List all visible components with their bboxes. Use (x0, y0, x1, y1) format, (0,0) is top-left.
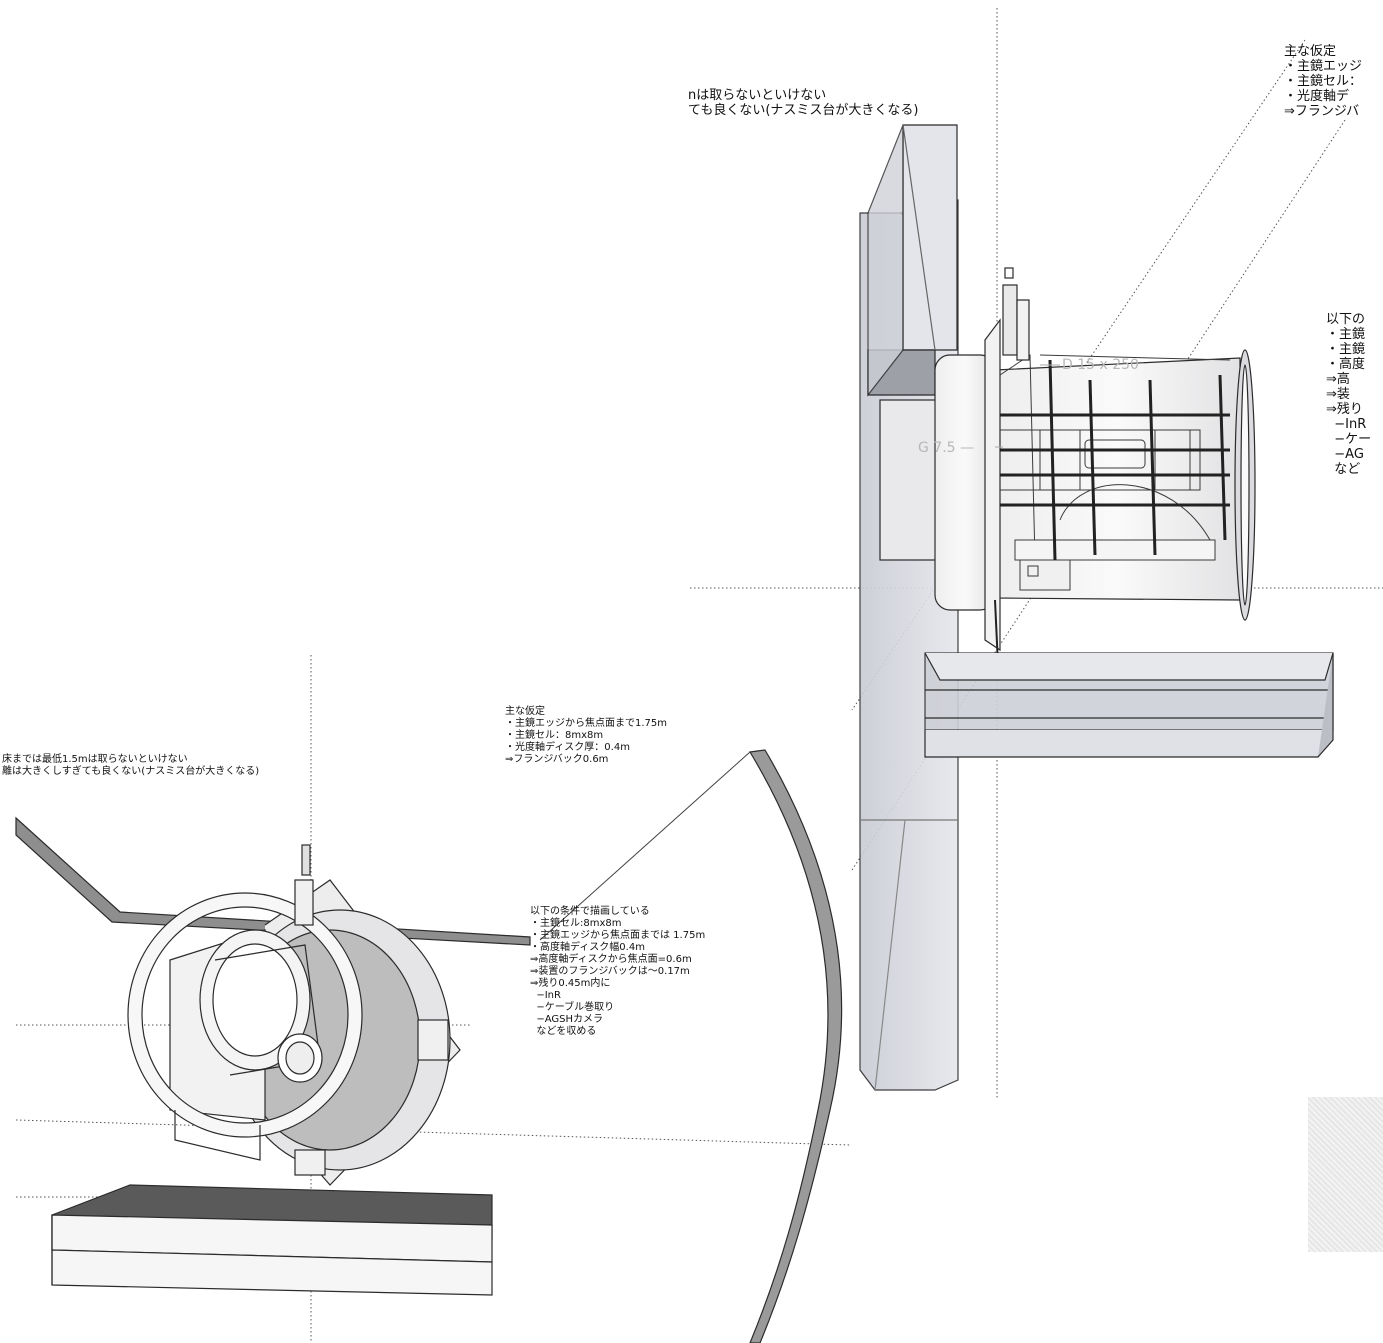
note-line: ⇒高 (1326, 372, 1350, 387)
front-ring (128, 893, 362, 1137)
note-line: 主な仮定 (505, 706, 545, 717)
note-left-top: 床までは最低1.5mは取らないといけない 離は大きくしすぎても良くない(ナスミス… (2, 754, 259, 778)
note-line: ⇒残り0.45m内に (530, 978, 611, 989)
note-line: ・高度軸ディスク幅0.4m (530, 942, 645, 953)
hatched-panel (1308, 1097, 1383, 1252)
note-line: −AGSHカメラ (530, 1014, 604, 1025)
note-line: ・主鏡セル： (1284, 74, 1363, 89)
note-line: 床までは最低1.5mは取らないといけない (2, 754, 188, 765)
note-line: など (1326, 462, 1361, 477)
note-line: −ケーブル巻取り (530, 1002, 615, 1013)
right-side-view (859, 124, 1334, 1091)
note-line: ⇒フランジバック0.6m (505, 754, 609, 765)
nasmyth-platform (924, 652, 1334, 758)
note-line: ・主鏡 (1326, 342, 1366, 357)
note-line: ・主鏡エッジから焦点面までは 1.75m (530, 930, 706, 941)
note-line: ・主鏡エッジ (1284, 59, 1363, 74)
note-line: 以下の (1326, 312, 1366, 327)
note-line: ・主鏡セル：8mx8m (505, 730, 604, 741)
note-line: ⇒高度軸ディスクから焦点面=0.6m (530, 954, 692, 965)
note-line: 以下の条件で描画している (530, 906, 650, 917)
note-right-conditions: 以下の ・主鏡 ・主鏡 ・高度 ⇒高 ⇒装 ⇒残り −InR −ケー −AG な… (1326, 312, 1383, 477)
note-line: ⇒装 (1326, 387, 1350, 402)
left-wall-band (15, 816, 531, 946)
left-3d-view (15, 749, 843, 1343)
note-line: ⇒フランジバ (1284, 104, 1360, 119)
note-line: ⇒残り (1326, 402, 1363, 417)
note-line: ても良くない(ナスミス台が大きくなる) (688, 103, 919, 118)
note-left-assumptions: 主な仮定 ・主鏡エッジから焦点面まで1.75m ・主鏡セル：8mx8m ・光度軸… (505, 706, 667, 766)
note-line: ・主鏡セル:8mx8m (530, 918, 622, 929)
note-line: 離は大きくしすぎても良くない(ナスミス台が大きくなる) (2, 766, 260, 777)
note-line: −InR (1326, 417, 1367, 432)
note-line: −InR (530, 990, 561, 1001)
note-right-assumptions: 主な仮定 ・主鏡エッジ ・主鏡セル： ・光度軸デ ⇒フランジバ (1284, 44, 1383, 119)
dimension-label-d: D 15 x 250 (1062, 357, 1139, 373)
note-line: ⇒装置のフランジバックは～0.17m (530, 966, 690, 977)
note-left-conditions: 以下の条件で描画している ・主鏡セル:8mx8m ・主鏡エッジから焦点面までは … (530, 906, 705, 1038)
dimension-lines (995, 364, 1060, 448)
note-line: 主な仮定 (1284, 44, 1337, 59)
note-line: −ケー (1326, 432, 1372, 447)
note-line: −AG (1326, 447, 1364, 462)
mirror-edge-band (749, 749, 843, 1343)
note-line: などを収める (530, 1026, 597, 1037)
note-line: nは取らないといけない (688, 88, 827, 103)
dimension-label-g: G 7.5 — (918, 440, 975, 456)
note-line: ・主鏡 (1326, 327, 1366, 342)
note-line: ・高度 (1326, 357, 1366, 372)
note-line: ・主鏡エッジから焦点面まで1.75m (505, 718, 668, 729)
note-right-top: nは取らないといけない ても良くない(ナスミス台が大きくなる) (688, 88, 919, 118)
note-line: ・光度軸ディスク厚：0.4m (505, 742, 630, 753)
note-line: ・光度軸デ (1284, 89, 1350, 104)
left-platform (51, 1184, 493, 1296)
